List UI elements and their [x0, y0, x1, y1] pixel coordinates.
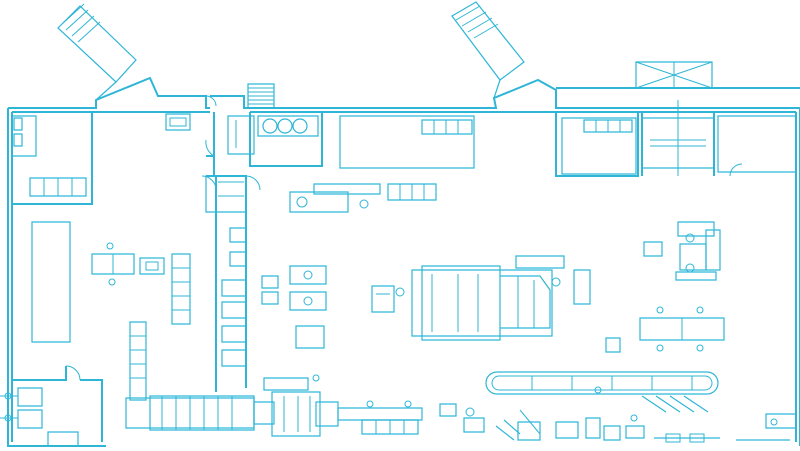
conveyor-loop [486, 372, 718, 412]
meeting-area-right [606, 222, 724, 352]
storage-top-middle [290, 116, 474, 212]
vertical-corridor [202, 176, 260, 392]
office-top-left [12, 112, 92, 204]
central-rooms [166, 96, 322, 176]
roof-exhaust-duct-left [58, 4, 136, 100]
assembly-line-bottom [126, 322, 422, 436]
long-worktable-left [32, 222, 70, 342]
workstation-cluster-left [92, 243, 326, 348]
equipment-bottom-right [440, 404, 796, 442]
central-machine [372, 256, 590, 340]
exterior-walls [8, 78, 800, 446]
roof-hatch-unit [636, 62, 712, 88]
offices-top-right [556, 100, 796, 176]
roof-exhaust-duct-right [452, 2, 524, 98]
room-bottom-left [0, 366, 102, 446]
entrance-stairs [248, 84, 274, 108]
